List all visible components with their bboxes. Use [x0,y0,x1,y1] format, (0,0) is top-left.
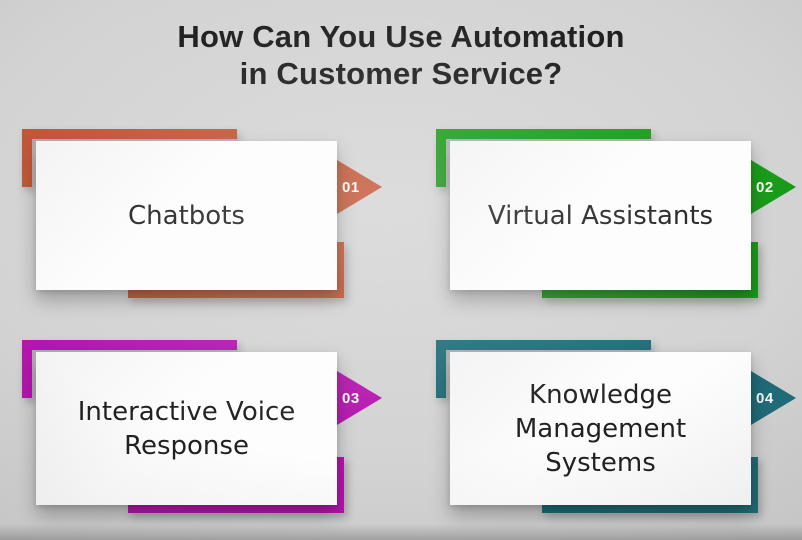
card-face: Interactive Voice Response [36,352,337,505]
number-arrow-icon: 03 [337,371,382,425]
card-knowledge-management-systems: 04 Knowledge Management Systems [436,340,796,513]
page-title: How Can You Use Automation in Customer S… [0,18,802,92]
step-number: 04 [756,389,774,407]
step-number: 01 [342,178,360,196]
card-face: Chatbots [36,141,337,290]
number-arrow-icon: 01 [337,160,382,214]
card-face: Knowledge Management Systems [450,352,751,505]
card-interactive-voice-response: 03 Interactive Voice Response [22,340,382,513]
title-line-1: How Can You Use Automation [177,19,625,54]
number-arrow-icon: 04 [751,371,796,425]
card-face: Virtual Assistants [450,141,751,290]
card-label: Virtual Assistants [487,200,714,231]
card-virtual-assistants: 02 Virtual Assistants [436,129,796,298]
step-number: 03 [342,389,360,407]
card-label: Interactive Voice Response [77,396,296,461]
card-chatbots: 01 Chatbots [22,129,382,298]
card-label: Knowledge Management Systems [514,379,687,478]
step-number: 02 [756,178,774,196]
card-label: Chatbots [128,200,245,231]
number-arrow-icon: 02 [751,160,796,214]
title-line-2: in Customer Service? [239,56,563,91]
